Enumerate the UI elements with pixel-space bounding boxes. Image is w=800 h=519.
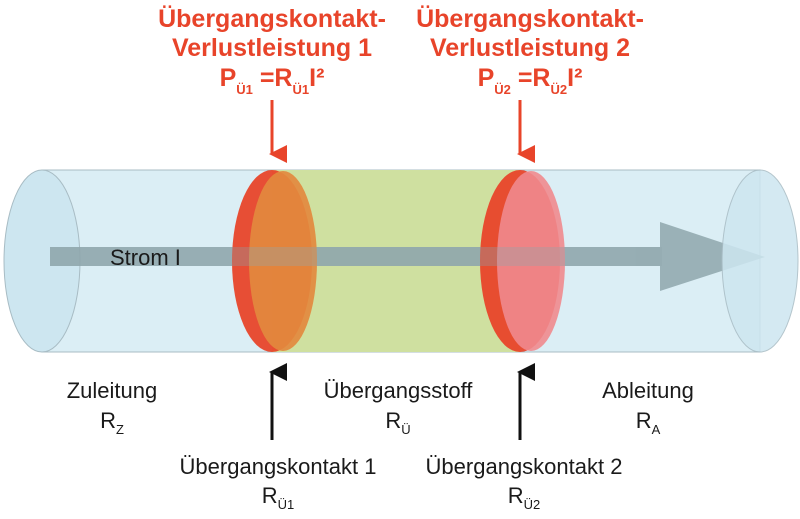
svg-text:Übergangskontakt 2: Übergangskontakt 2 (426, 454, 623, 479)
section-label-material: Übergangsstoff RÜ (324, 378, 474, 437)
svg-text:Übergangsstoff: Übergangsstoff (324, 378, 474, 403)
section-label-output: Ableitung RA (602, 378, 694, 437)
svg-text:RZ: RZ (100, 408, 124, 437)
contact-label-1: Übergangskontakt 1 RÜ1 (180, 454, 377, 512)
svg-text:Übergangskontakt 1: Übergangskontakt 1 (180, 454, 377, 479)
svg-text:RÜ2: RÜ2 (508, 483, 541, 512)
svg-text:Übergangskontakt-: Übergangskontakt- (158, 4, 386, 33)
svg-text:Übergangskontakt-: Übergangskontakt- (416, 4, 644, 33)
svg-text:RÜ1: RÜ1 (262, 483, 295, 512)
tube-end (721, 169, 799, 353)
contact-disc-2 (480, 170, 565, 352)
current-label: Strom I (110, 245, 181, 270)
section-label-supply: Zuleitung RZ (67, 378, 158, 437)
svg-text:PÜ1 =RÜ1I²: PÜ1 =RÜ1I² (220, 64, 325, 97)
svg-text:Verlustleistung 1: Verlustleistung 1 (172, 34, 372, 62)
power-loss-label-2: Übergangskontakt- Verlustleistung 2 PÜ2 … (416, 4, 644, 97)
svg-text:RA: RA (636, 408, 661, 437)
svg-text:PÜ2 =RÜ2I²: PÜ2 =RÜ2I² (478, 64, 583, 97)
svg-text:Verlustleistung 2: Verlustleistung 2 (430, 34, 630, 62)
svg-text:Ableitung: Ableitung (602, 378, 694, 403)
svg-text:Zuleitung: Zuleitung (67, 378, 158, 403)
power-loss-label-1: Übergangskontakt- Verlustleistung 1 PÜ1 … (158, 4, 386, 97)
contact-label-2: Übergangskontakt 2 RÜ2 (426, 454, 623, 512)
contact-disc-1 (232, 170, 317, 352)
svg-text:RÜ: RÜ (385, 408, 410, 437)
